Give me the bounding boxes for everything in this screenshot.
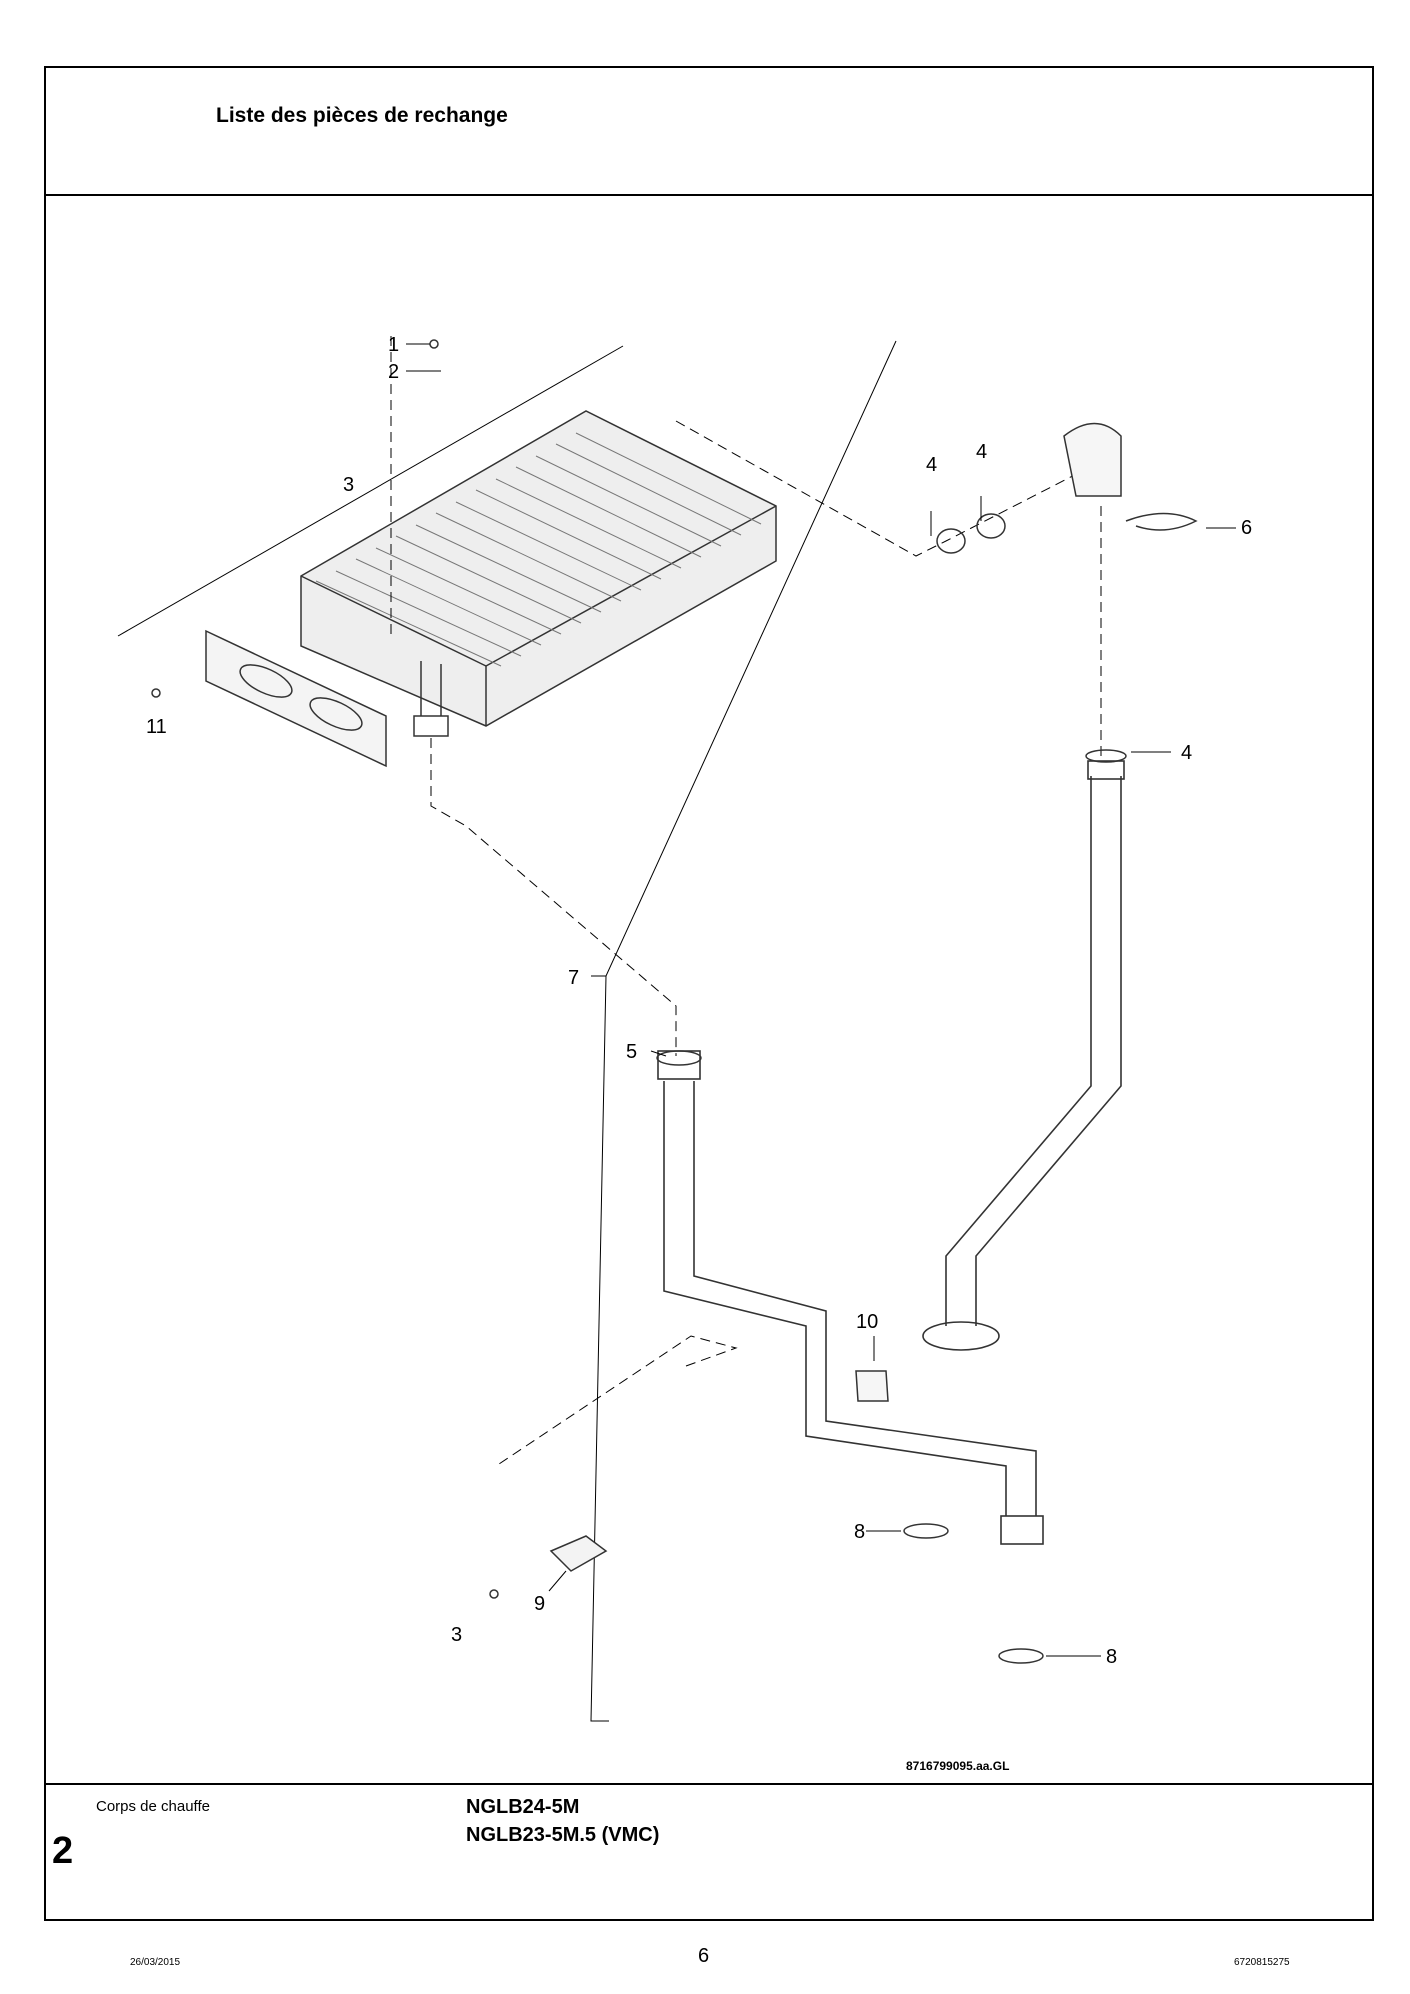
page-number: 6: [698, 1945, 710, 1967]
clip-part: [1125, 512, 1198, 531]
document-number: 6720815275: [1234, 1957, 1290, 1968]
callout-4b: 4: [976, 441, 987, 463]
callout-10: 10: [856, 1311, 878, 1333]
clip-part-small: [855, 1370, 889, 1402]
callout-8b: 8: [1106, 1646, 1117, 1668]
callout-7: 7: [568, 967, 579, 989]
callout-6: 6: [1241, 517, 1252, 539]
chapter-number: 2: [52, 1830, 74, 1872]
heat-exchanger-part: [300, 410, 777, 727]
page-title: Liste des pièces de rechange: [216, 104, 508, 127]
section-label: Corps de chauffe: [96, 1798, 210, 1815]
drawing-reference: 8716799095.aa.GL: [906, 1759, 1009, 1773]
callout-8a: 8: [854, 1521, 865, 1543]
footer-date: 26/03/2015: [130, 1957, 181, 1968]
callout-3b: 3: [451, 1624, 462, 1646]
elbow-fitting: [1063, 422, 1122, 497]
return-pipe: [922, 760, 1125, 1351]
model-name-1: NGLB24-5M: [466, 1796, 580, 1818]
callout-4c: 4: [1181, 742, 1192, 764]
callout-4a: 4: [926, 454, 937, 476]
exchanger-outlet-pipe: [420, 661, 442, 716]
fins-pattern: [315, 432, 762, 667]
flow-pipe: [657, 1050, 1044, 1545]
callout-3: 1: [388, 334, 399, 356]
callout-1: 3: [343, 474, 354, 496]
model-name-2: NGLB23-5M.5 (VMC): [466, 1824, 660, 1846]
header-divider: [46, 194, 1372, 196]
callout-11: 11: [146, 716, 167, 738]
callout-2: 2: [388, 361, 399, 383]
exploded-parts-drawing: 1 2 3 4 4 4 5 6 7 8 8 9 10 11 3 87167990…: [117, 334, 1252, 1773]
washers: [656, 513, 1127, 1664]
footer-divider: [46, 1783, 1372, 1785]
callout-5: 5: [626, 1041, 637, 1063]
page-frame: Liste des pièces de rechange: [44, 66, 1374, 1921]
clip-part-bottom: [549, 1535, 608, 1572]
callout-9: 9: [534, 1593, 545, 1615]
